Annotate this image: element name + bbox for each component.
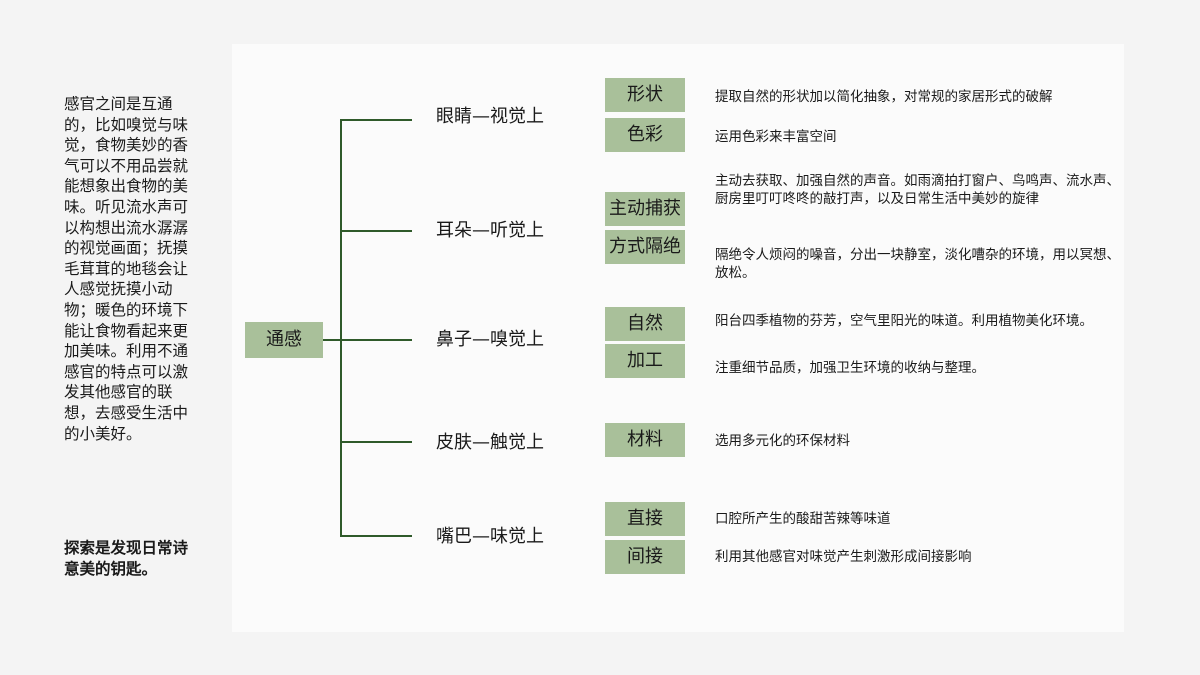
tag-box: 间接 [605, 540, 685, 574]
tag-description: 选用多元化的环保材料 [715, 433, 850, 449]
branch-label-smell: 鼻子—嗅觉上 [436, 329, 544, 350]
tag-box: 加工 [605, 344, 685, 378]
branch-connector [340, 119, 412, 121]
branch-connector [340, 339, 412, 341]
root-connector [323, 339, 341, 341]
tag-description: 利用其他感官对味觉产生刺激形成间接影响 [715, 549, 972, 565]
tag-description: 提取自然的形状加以简化抽象，对常规的家居形式的破解 [715, 89, 1053, 105]
tag-description: 口腔所产生的酸甜苦辣等味道 [715, 511, 891, 527]
branch-label-hearing: 耳朵—听觉上 [436, 220, 544, 241]
branch-connector [340, 230, 412, 232]
branch-connector [340, 441, 412, 443]
tag-box: 色彩 [605, 118, 685, 152]
root-node: 通感 [245, 322, 323, 358]
tag-box: 直接 [605, 502, 685, 536]
tag-box: 自然 [605, 307, 685, 341]
branch-label-taste: 嘴巴—味觉上 [436, 526, 544, 547]
tag-box: 方式隔绝 [605, 230, 685, 264]
branch-label-touch: 皮肤—触觉上 [436, 432, 544, 453]
tag-description: 主动去获取、加强自然的声音。如雨滴拍打窗户、鸟鸣声、流水声、厨房里叮叮咚咚的敲打… [715, 173, 1120, 207]
tag-description: 运用色彩来丰富空间 [715, 129, 837, 145]
tag-box: 主动捕获 [605, 192, 685, 226]
intro-paragraph: 感官之间是互通的，比如嗅觉与味觉，食物美妙的香气可以不用品尝就能想象出食物的美味… [64, 95, 189, 443]
conclusion-text: 探索是发现日常诗意美的钥匙。 [64, 539, 189, 578]
tag-description: 阳台四季植物的芬芳，空气里阳光的味道。利用植物美化环境。 [715, 313, 1093, 329]
branch-connector [340, 535, 412, 537]
tag-box: 材料 [605, 423, 685, 457]
branch-label-vision: 眼睛—视觉上 [436, 106, 544, 127]
trunk-line [340, 119, 342, 536]
tag-description: 隔绝令人烦闷的噪音，分出一块静室，淡化嘈杂的环境，用以冥想、放松。 [715, 247, 1120, 281]
tag-box: 形状 [605, 78, 685, 112]
tag-description: 注重细节品质，加强卫生环境的收纳与整理。 [715, 360, 985, 376]
